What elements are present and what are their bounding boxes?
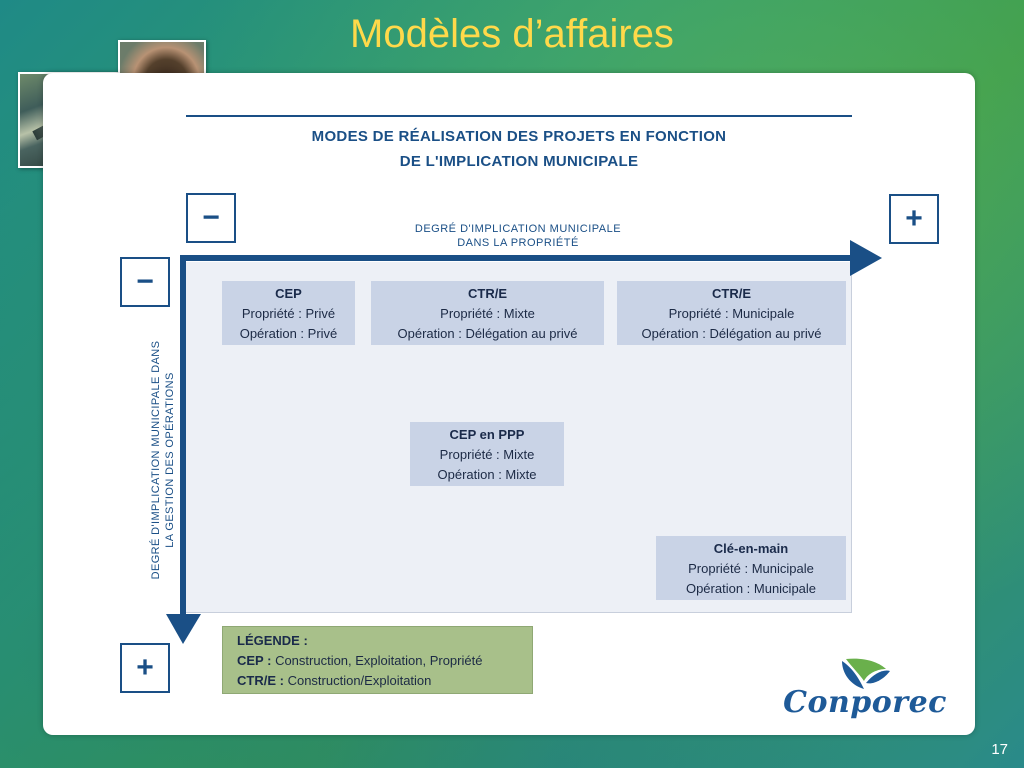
vertical-axis-plus: + <box>120 643 170 693</box>
cell-title: CEP <box>275 286 302 301</box>
cell-operation: Opération : Municipale <box>685 581 817 596</box>
diagram-title-line1: MODES DE RÉALISATION DES PROJETS EN FONC… <box>311 128 727 145</box>
horizontal-axis-arrowhead <box>850 240 882 276</box>
cell-ctre-municipale: CTR/E Propriété : Municipale Opération :… <box>617 281 846 345</box>
horizontal-axis-plus: + <box>889 194 939 244</box>
logo-wordmark: Conporec <box>783 685 947 720</box>
cell-operation: Opération : Privé <box>239 326 338 341</box>
cell-title: CTR/E <box>468 286 507 301</box>
cell-operation: Opération : Délégation au privé <box>641 326 822 341</box>
legend-abbr: CTR/E : <box>237 673 284 688</box>
diagram-title: MODES DE RÉALISATION DES PROJETS EN FONC… <box>186 124 852 174</box>
legend-definition: Construction, Exploitation, Propriété <box>275 653 483 668</box>
cell-cle-en-main: Clé-en-main Propriété : Municipale Opéra… <box>656 536 846 600</box>
horizontal-axis-caption: degré d'implication municipale dans la p… <box>380 222 656 250</box>
cell-ownership: Propriété : Mixte <box>440 306 535 321</box>
page-number: 17 <box>991 741 1008 758</box>
diagram-title-line2: DE L'IMPLICATION MUNICIPALE <box>399 153 639 170</box>
cell-cep: CEP Propriété : Privé Opération : Privé <box>222 281 355 345</box>
vertical-axis-minus: − <box>120 257 170 307</box>
legend-heading: LÉGENDE : <box>237 633 308 648</box>
legend-definition: Construction/Exploitation <box>287 673 432 688</box>
horizontal-axis-caption-line2: dans la propriété <box>457 237 579 249</box>
horizontal-axis-line <box>184 255 852 261</box>
legend-abbr: CEP : <box>237 653 272 668</box>
legend-item-cep: CEP : Construction, Exploitation, Propri… <box>237 651 518 671</box>
cell-ownership: Propriété : Municipale <box>668 306 795 321</box>
cell-title: Clé-en-main <box>713 541 789 556</box>
vertical-axis-arrowhead <box>166 614 201 644</box>
cell-operation: Opération : Mixte <box>437 467 537 482</box>
conporec-logo: Conporec <box>770 655 960 725</box>
legend-item-ctre: CTR/E : Construction/Exploitation <box>237 671 518 691</box>
horizontal-axis-caption-line1: degré d'implication municipale <box>414 223 622 235</box>
cell-ownership: Propriété : Mixte <box>439 447 535 462</box>
slide-title: Modèles d’affaires <box>350 12 674 56</box>
cell-cep-en-ppp: CEP en PPP Propriété : Mixte Opération :… <box>410 422 564 486</box>
cell-title: CEP en PPP <box>449 427 525 442</box>
vertical-axis-line <box>180 255 186 617</box>
cell-ctre-mixte: CTR/E Propriété : Mixte Opération : Délé… <box>371 281 604 345</box>
horizontal-axis-minus: − <box>186 193 236 243</box>
title-rule <box>186 115 852 117</box>
cell-ownership: Propriété : Municipale <box>688 561 814 576</box>
legend-box: LÉGENDE : CEP : Construction, Exploitati… <box>222 626 533 694</box>
cell-operation: Opération : Délégation au privé <box>397 326 578 341</box>
cell-ownership: Propriété : Privé <box>241 306 336 321</box>
cell-title: CTR/E <box>712 286 751 301</box>
leaf-icon <box>842 658 890 689</box>
